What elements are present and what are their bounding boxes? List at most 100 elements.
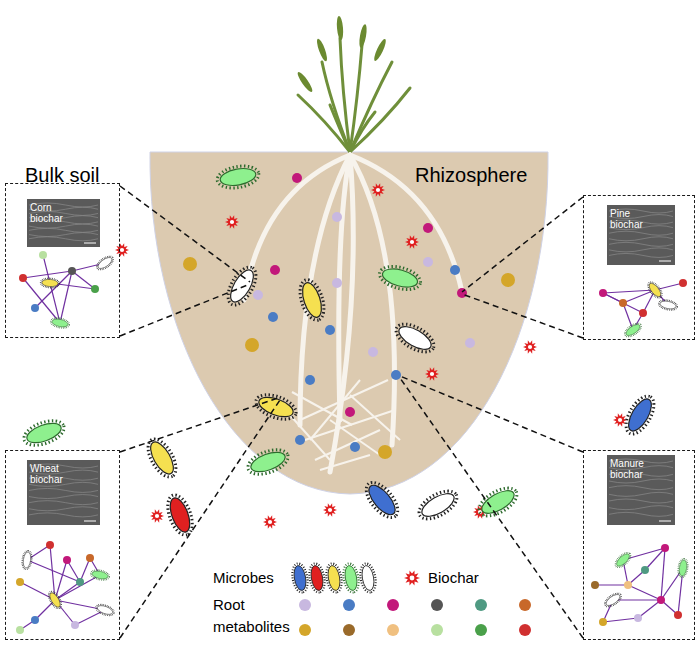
microbe-body xyxy=(647,281,663,298)
metabolite-dot xyxy=(431,624,443,636)
microbe-body xyxy=(256,393,295,420)
microbe-icon xyxy=(21,550,33,570)
metabolite-dot xyxy=(639,309,647,317)
panel-heading: Manure biochar xyxy=(610,458,652,480)
microbe-icon xyxy=(623,321,644,340)
microbe-hairs xyxy=(50,316,70,329)
metabolite-dot xyxy=(657,596,665,604)
metabolite-dot xyxy=(368,347,378,357)
microbe-body xyxy=(624,395,656,434)
metabolite-dot xyxy=(465,338,475,348)
biochar-core xyxy=(268,520,272,524)
metabolite-dot xyxy=(343,624,355,636)
microbe-icon xyxy=(475,482,522,521)
network-link xyxy=(655,283,683,290)
metabolite-dot xyxy=(305,375,315,385)
microbe-hairs xyxy=(613,550,633,570)
microbe-icon xyxy=(358,562,378,594)
sem-texture xyxy=(29,228,98,232)
microbe-icon xyxy=(50,316,70,329)
panel-heading: Pine biochar xyxy=(610,208,652,230)
microbe-icon xyxy=(253,390,300,424)
microbe-body xyxy=(418,489,457,521)
microbe-hairs xyxy=(222,263,261,310)
soil-group xyxy=(150,152,548,494)
microbe-icon xyxy=(603,591,624,610)
microbe-hairs xyxy=(95,602,116,617)
sem-texture xyxy=(609,253,673,257)
metabolite-dot xyxy=(475,624,487,636)
microbe-icon xyxy=(307,562,327,594)
microbe-icon xyxy=(290,562,310,594)
sem-image xyxy=(27,460,100,525)
biochar-panel: Pine biochar xyxy=(583,195,695,340)
network-link xyxy=(661,548,665,600)
leader-line xyxy=(120,284,250,336)
plant xyxy=(296,16,410,152)
microbe-hairs xyxy=(603,591,624,610)
microbe-icon xyxy=(95,602,116,617)
microbe-hairs xyxy=(377,262,423,293)
microbe-hairs xyxy=(21,416,68,450)
microbe-icon xyxy=(296,277,329,323)
root xyxy=(244,155,350,300)
leader-line xyxy=(120,400,280,638)
sem-texture xyxy=(609,499,673,503)
network-link xyxy=(60,271,72,323)
leader-line xyxy=(400,378,583,638)
microbe-icon xyxy=(677,558,689,578)
biochar-particle xyxy=(425,367,439,380)
biochar-particle xyxy=(263,515,277,528)
metabolite-dot xyxy=(679,279,687,287)
sem-texture xyxy=(29,507,98,511)
leaf xyxy=(298,95,350,152)
microbe-body xyxy=(360,565,375,592)
co-occurrence-network xyxy=(19,251,115,330)
leaf xyxy=(330,105,350,152)
metabolite-dot xyxy=(391,370,401,380)
metabolite-dot xyxy=(450,265,460,275)
sem-texture xyxy=(609,506,673,510)
sem-texture xyxy=(29,488,98,492)
metabolite-dot xyxy=(299,599,311,611)
microbe-body xyxy=(364,481,399,519)
biochar-core xyxy=(410,576,415,581)
seed-head xyxy=(372,38,388,62)
biochar-particle xyxy=(523,340,537,353)
metabolite-dot xyxy=(31,304,39,312)
microbe-icon xyxy=(415,485,462,524)
microbe-body xyxy=(96,604,114,616)
metabolite-dot xyxy=(325,325,335,335)
microbe-icon xyxy=(245,445,292,479)
microbe-hairs xyxy=(21,550,33,570)
biochar-core xyxy=(410,240,414,244)
sem-texture xyxy=(609,248,673,252)
network-link xyxy=(603,618,638,622)
leaf xyxy=(350,112,375,152)
leader-line xyxy=(120,186,250,282)
microbe-body xyxy=(624,322,641,337)
metabolite-dot xyxy=(641,566,649,574)
biochar-particle xyxy=(115,243,129,256)
seed-head xyxy=(336,16,344,40)
biochar-panel: Corn biochar xyxy=(5,183,120,338)
microbe-body xyxy=(604,592,621,607)
microbe-icon xyxy=(360,477,403,523)
microbe-body xyxy=(42,279,59,287)
microbe-icon xyxy=(324,562,344,594)
microbe-hairs xyxy=(324,562,344,594)
sem-image xyxy=(27,199,100,247)
metabolite-dot xyxy=(378,445,392,459)
network-link xyxy=(595,584,628,585)
metabolite-dot xyxy=(332,278,342,288)
metabolite-dot xyxy=(345,407,355,417)
metabolite-dot xyxy=(332,212,342,222)
microbe-body xyxy=(166,495,193,534)
microbe-icon xyxy=(341,562,361,594)
metabolite-dot xyxy=(387,624,399,636)
microbe-hairs xyxy=(95,254,116,273)
fine-root xyxy=(320,455,370,470)
metabolite-dot xyxy=(599,618,607,626)
